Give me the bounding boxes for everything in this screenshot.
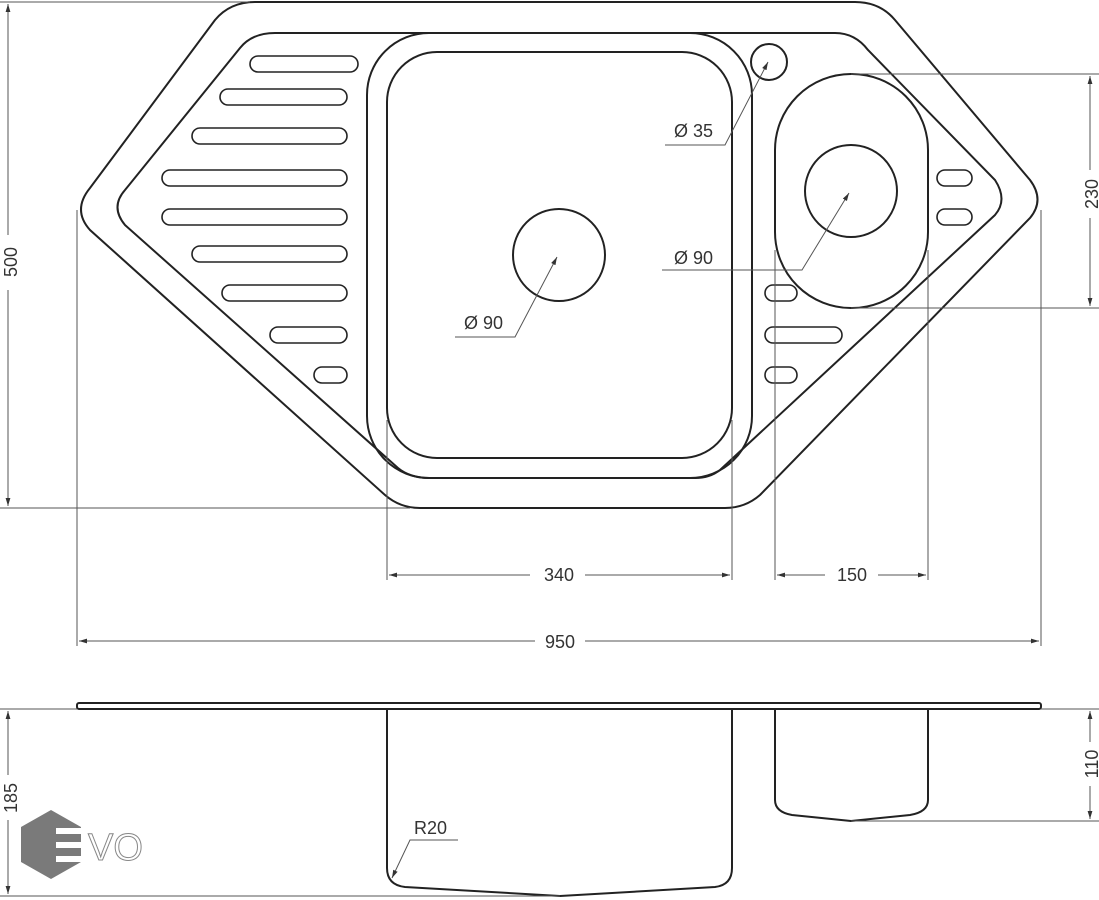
tap-hole [750,43,788,81]
dimension-500-label: 500 [1,247,21,277]
evo-logo: VO [21,810,143,879]
main-bowl-profile [386,709,733,898]
dimension-110: 110 [851,708,1099,822]
dimension-110-label: 110 [1082,750,1099,779]
main-drain [512,208,606,302]
sink-rim-profile [76,702,1042,710]
small-bowl-profile [774,709,929,823]
dimension-950-label: 950 [545,632,575,652]
small-drain-callout: Ø 90 [662,192,850,271]
small-bowl [774,73,929,309]
dimension-150: 150 [774,250,929,585]
main-drain-label: Ø 90 [464,313,503,333]
main-bowl [386,51,733,459]
dimension-150-label: 150 [837,565,867,585]
dimension-340: 340 [386,420,733,585]
small-drain [804,144,898,238]
main-drain-callout: Ø 90 [455,256,558,338]
dimension-950: 950 [76,210,1042,652]
dimension-230-label: 230 [1082,179,1099,209]
main-bowl-rim [366,32,753,479]
dimension-340-label: 340 [544,565,574,585]
side-view: R20 185 110 [0,702,1099,898]
tap-hole-callout: Ø 35 [665,61,769,146]
dimension-185-label: 185 [1,783,21,813]
radius-label: R20 [414,818,447,838]
small-drain-label: Ø 90 [674,248,713,268]
dimension-185: 185 [0,708,560,897]
svg-text:VO: VO [88,827,143,869]
sink-outer-outline [80,1,1039,509]
tap-hole-label: Ø 35 [674,121,713,141]
sink-inner-outline [116,32,1003,479]
radius-callout: R20 [391,818,458,879]
top-view: Ø 35 Ø 90 Ø 90 500 230 [0,1,1099,652]
drainboard-slots [161,55,973,384]
dimension-500: 500 [0,1,410,509]
dimension-230: 230 [851,73,1099,309]
